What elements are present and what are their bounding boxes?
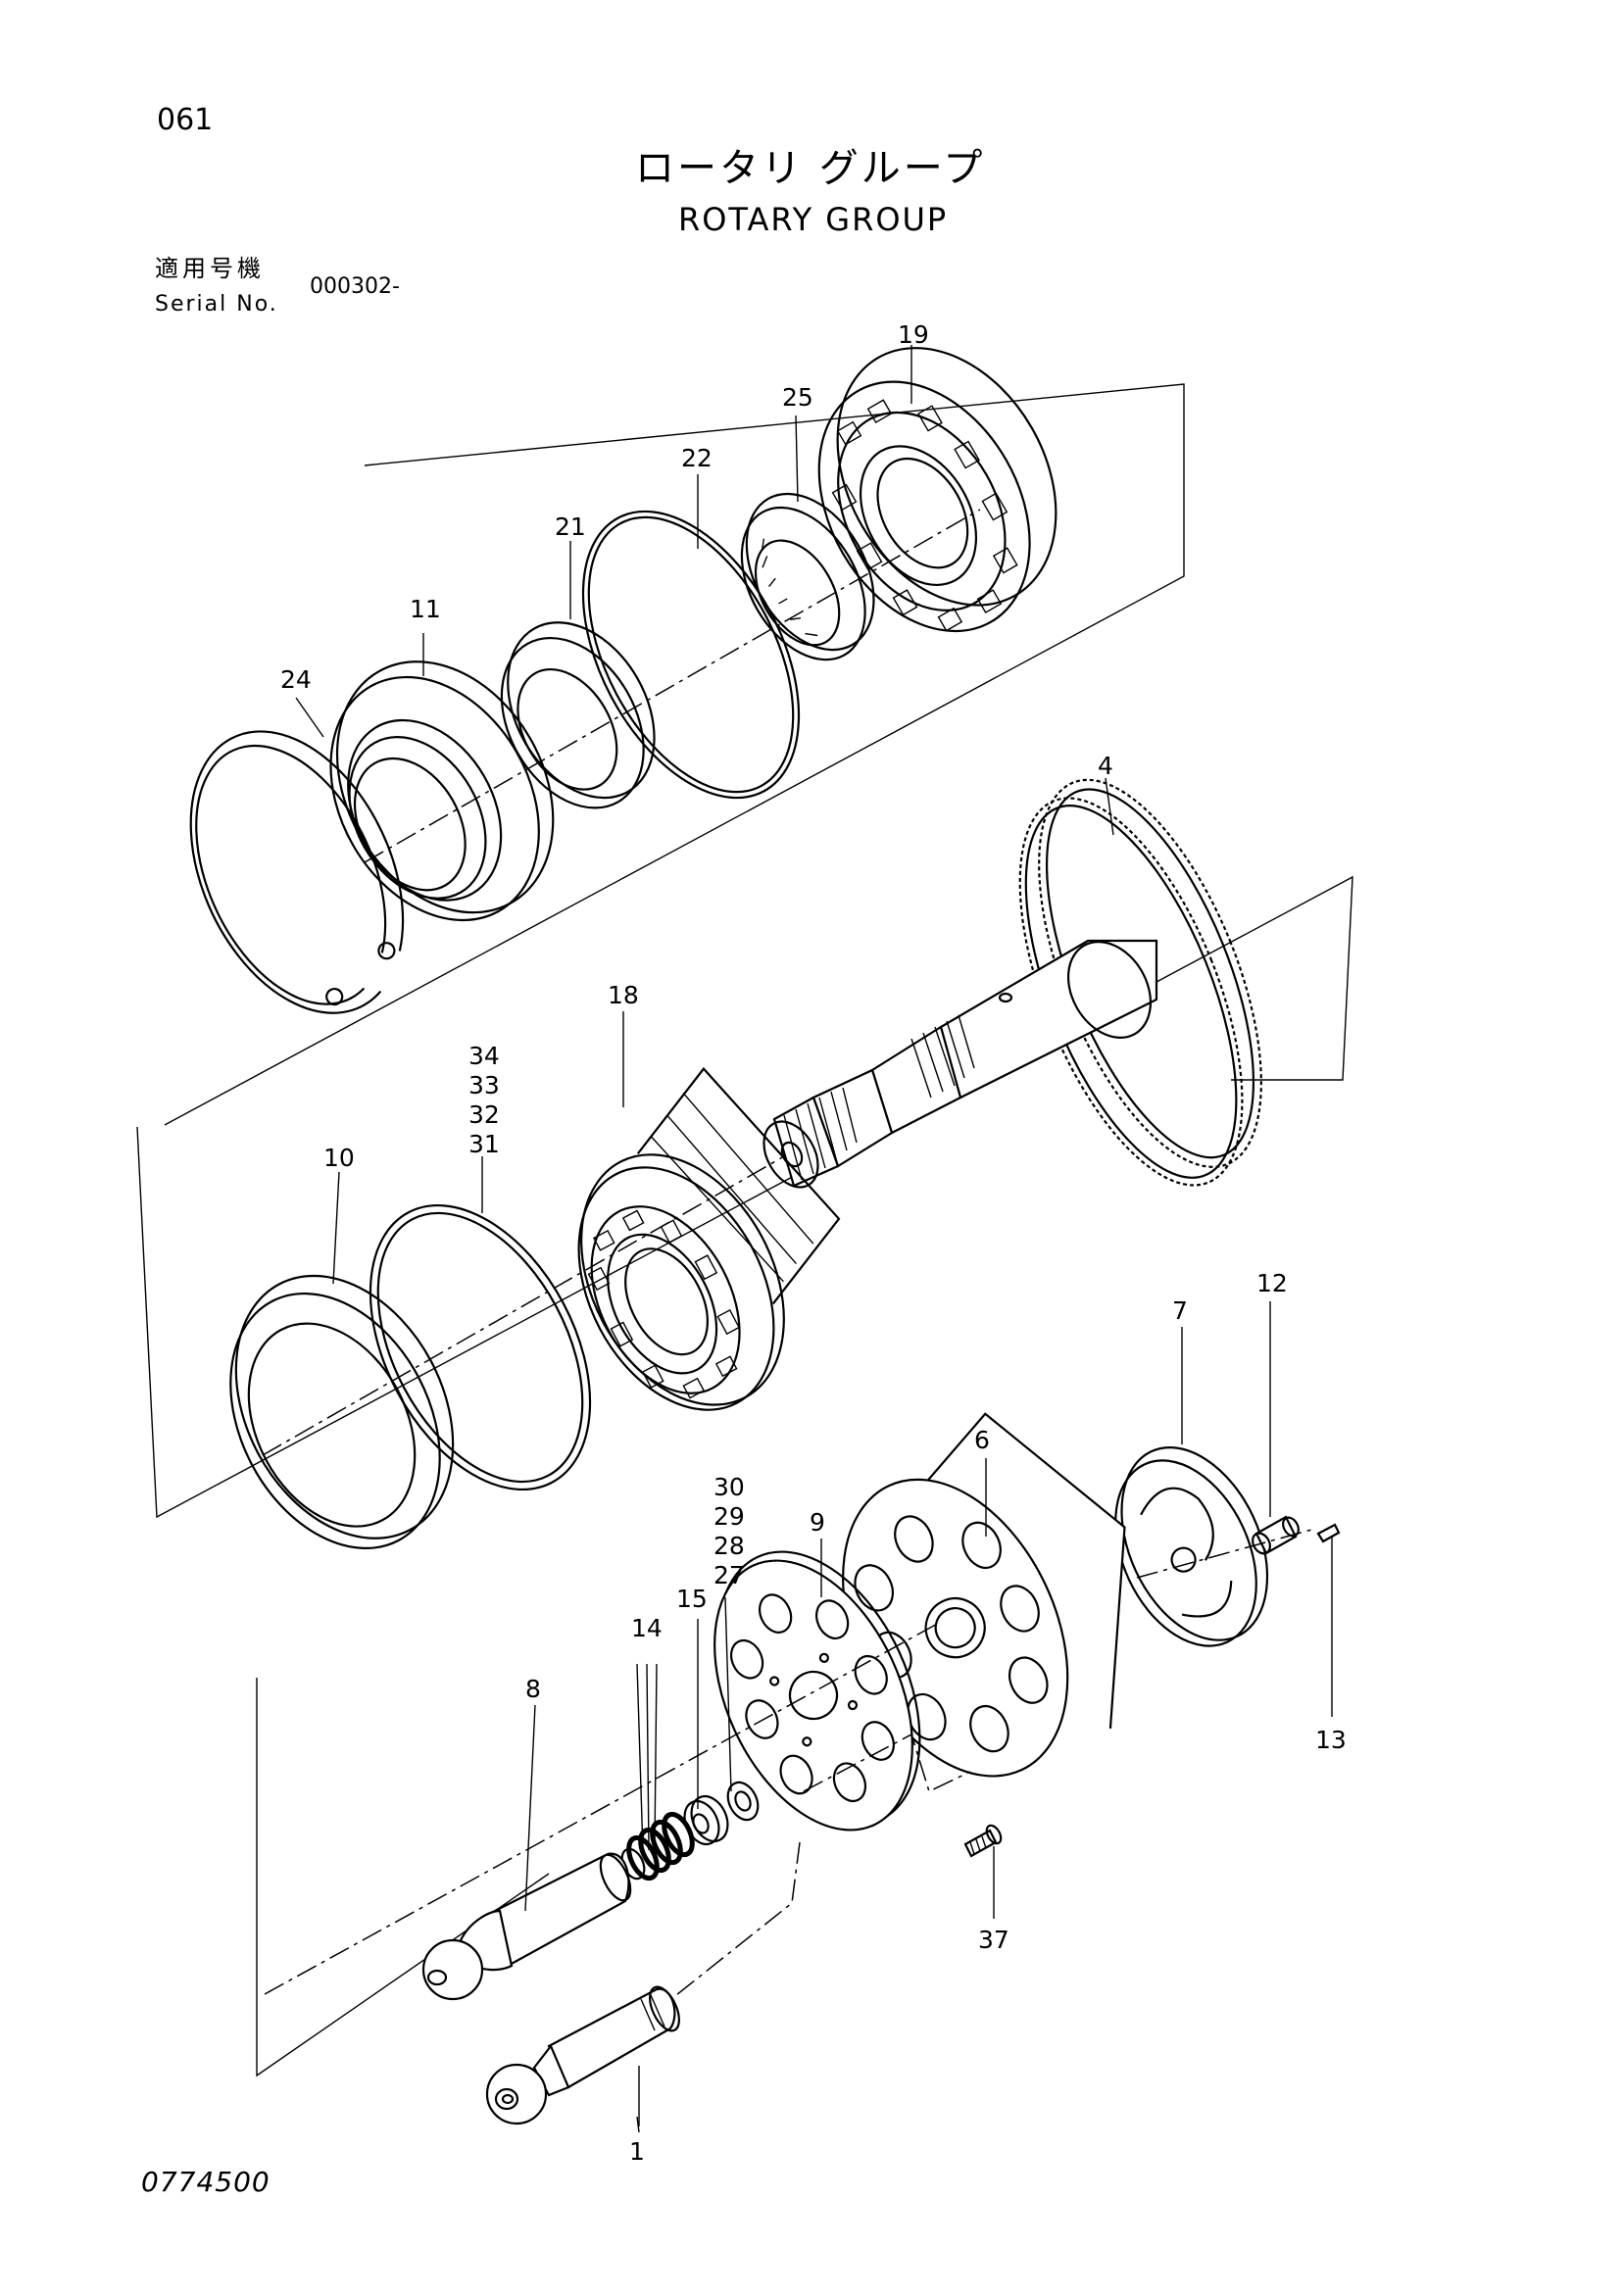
- callout-28: 28: [713, 1532, 745, 1560]
- part-19-roller-bearing: [817, 347, 1057, 633]
- part-13-pin: [1316, 1523, 1341, 1543]
- callout-21: 21: [555, 513, 586, 541]
- serial-label-english: Serial No.: [155, 292, 278, 317]
- callout-7: 7: [1172, 1296, 1188, 1325]
- part-9-retainer-plate: [713, 1550, 921, 1832]
- bearing-icon: [831, 399, 1018, 632]
- part-25-nut: [740, 492, 875, 661]
- part-1-piston: [485, 1985, 680, 2125]
- callout-32: 32: [468, 1100, 500, 1129]
- callout-37: 37: [978, 1926, 1009, 1954]
- group-frame-top: [164, 383, 1185, 1126]
- spring-icon: [620, 1811, 695, 1881]
- callout-18: 18: [608, 981, 639, 1009]
- part-7-valve-plate: [1114, 1446, 1269, 1647]
- part-10-ring: [229, 1274, 455, 1550]
- callout-10: 10: [323, 1144, 355, 1172]
- group-frame-bottom: [256, 1678, 550, 2077]
- centerline-top: [364, 509, 981, 863]
- callout-22: 22: [681, 444, 713, 472]
- centerline-screw: [803, 1733, 971, 1793]
- callout-6: 6: [974, 1426, 990, 1454]
- group-frame-middle: [136, 875, 1353, 1519]
- part-18-roller-bearing: [577, 1066, 841, 1411]
- callout-15: 15: [676, 1585, 708, 1613]
- title-japanese: ロータリ グループ: [635, 146, 986, 191]
- centerline-bottom: [264, 1621, 942, 1995]
- leader-lines: [295, 345, 1333, 2133]
- part-27-30-washers: [726, 1781, 760, 1822]
- part-24-snap-ring: [189, 730, 405, 1014]
- callout-11: 11: [410, 595, 441, 623]
- callout-8: 8: [525, 1675, 541, 1703]
- callout-12: 12: [1256, 1269, 1288, 1297]
- callout-19: 19: [898, 320, 929, 349]
- title-english: ROTARY GROUP: [678, 201, 949, 238]
- document-number: 0774500: [141, 2166, 270, 2198]
- centerline-piston: [675, 1841, 801, 1996]
- centerline-valve-plate: [1136, 1528, 1316, 1579]
- page-number: 061: [157, 103, 214, 137]
- part-8-guide: [421, 1852, 632, 2001]
- callout-27: 27: [713, 1561, 745, 1589]
- centerline-middle: [262, 1155, 785, 1456]
- serial-number: 000302-: [310, 274, 400, 299]
- callout-9: 9: [810, 1508, 825, 1537]
- part-37-screw: [963, 1824, 1003, 1858]
- callout-33: 33: [468, 1071, 500, 1099]
- part-31-34-seal-rings: [369, 1203, 592, 1491]
- callout-25: 25: [782, 383, 813, 412]
- callout-34: 34: [468, 1042, 500, 1070]
- callout-13: 13: [1315, 1726, 1347, 1754]
- part-12-pin: [1252, 1515, 1300, 1555]
- callout-labels: 19 25 22 21 11 24 4 18 34 33 32 31 10 12…: [280, 320, 1347, 2166]
- part-11-retainer: [329, 660, 555, 922]
- serial-label-japanese: 適用号機: [155, 255, 265, 282]
- callout-30: 30: [713, 1473, 745, 1501]
- callout-14: 14: [631, 1614, 663, 1642]
- callout-4: 4: [1098, 752, 1113, 780]
- callout-1: 1: [629, 2137, 645, 2166]
- part-21-spacer: [500, 621, 656, 809]
- part-4-shaft-gear: [762, 778, 1262, 1189]
- callout-24: 24: [280, 665, 312, 694]
- callout-29: 29: [713, 1502, 745, 1531]
- part-15-collar: [683, 1794, 729, 1846]
- callout-31: 31: [468, 1130, 500, 1158]
